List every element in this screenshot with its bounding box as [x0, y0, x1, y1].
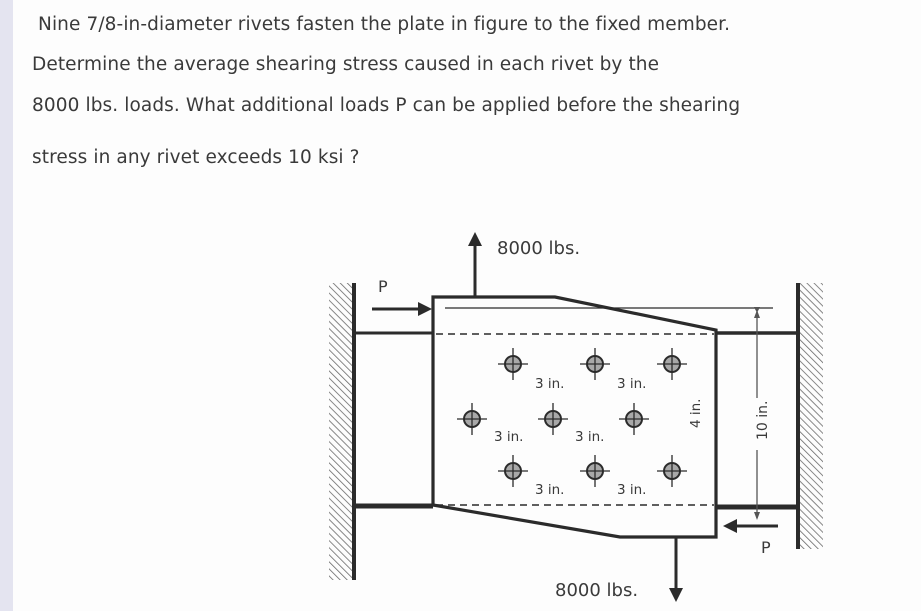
overall-dimension-label: 10 in. — [755, 401, 771, 440]
rivet-icon — [656, 347, 688, 381]
rivet-icon — [579, 454, 611, 488]
problem-line-4: stress in any rivet exceeds 10 ksi ? — [32, 147, 360, 168]
spacing-label: 3 in. — [535, 376, 564, 392]
right-fixed-wall — [796, 283, 823, 549]
left-member — [354, 331, 433, 509]
bottom-load-arrow: 8000 lbs. — [555, 538, 683, 602]
right-force-label: P — [761, 538, 771, 557]
rivet-group — [456, 347, 688, 488]
problem-line-1: Nine 7/8-in-diameter rivets fasten the p… — [38, 14, 731, 35]
spacing-label: 3 in. — [617, 376, 646, 392]
rivet-icon — [497, 454, 529, 488]
rivet-icon — [537, 402, 569, 436]
spacing-label: 3 in. — [575, 429, 604, 445]
spacing-label: 3 in. — [535, 482, 564, 498]
plate-outline — [431, 295, 718, 539]
left-fixed-wall — [329, 283, 356, 580]
bottom-load-label: 8000 lbs. — [555, 580, 638, 601]
overall-dimension: 10 in. — [754, 307, 771, 520]
problem-line-2: Determine the average shearing stress ca… — [32, 54, 660, 75]
rivet-icon — [656, 454, 688, 488]
right-force-arrow: P — [723, 519, 778, 557]
page-left-border — [0, 0, 13, 611]
rivet-icon — [456, 402, 488, 436]
spacing-labels: 3 in. 3 in. 3 in. 3 in. 3 in. 3 in. — [494, 376, 646, 498]
rivet-icon — [579, 347, 611, 381]
spacing-label: 3 in. — [617, 482, 646, 498]
left-force-label: P — [378, 277, 388, 296]
rivet-icon — [497, 347, 529, 381]
top-load-label: 8000 lbs. — [497, 238, 580, 259]
top-load-arrow: 8000 lbs. — [468, 232, 580, 296]
left-force-arrow: P — [372, 277, 432, 316]
row-spacing-label: 4 in. — [688, 399, 704, 428]
spacing-label: 3 in. — [494, 429, 523, 445]
problem-line-3: 8000 lbs. loads. What additional loads P… — [32, 95, 741, 116]
rivet-icon — [618, 402, 650, 436]
